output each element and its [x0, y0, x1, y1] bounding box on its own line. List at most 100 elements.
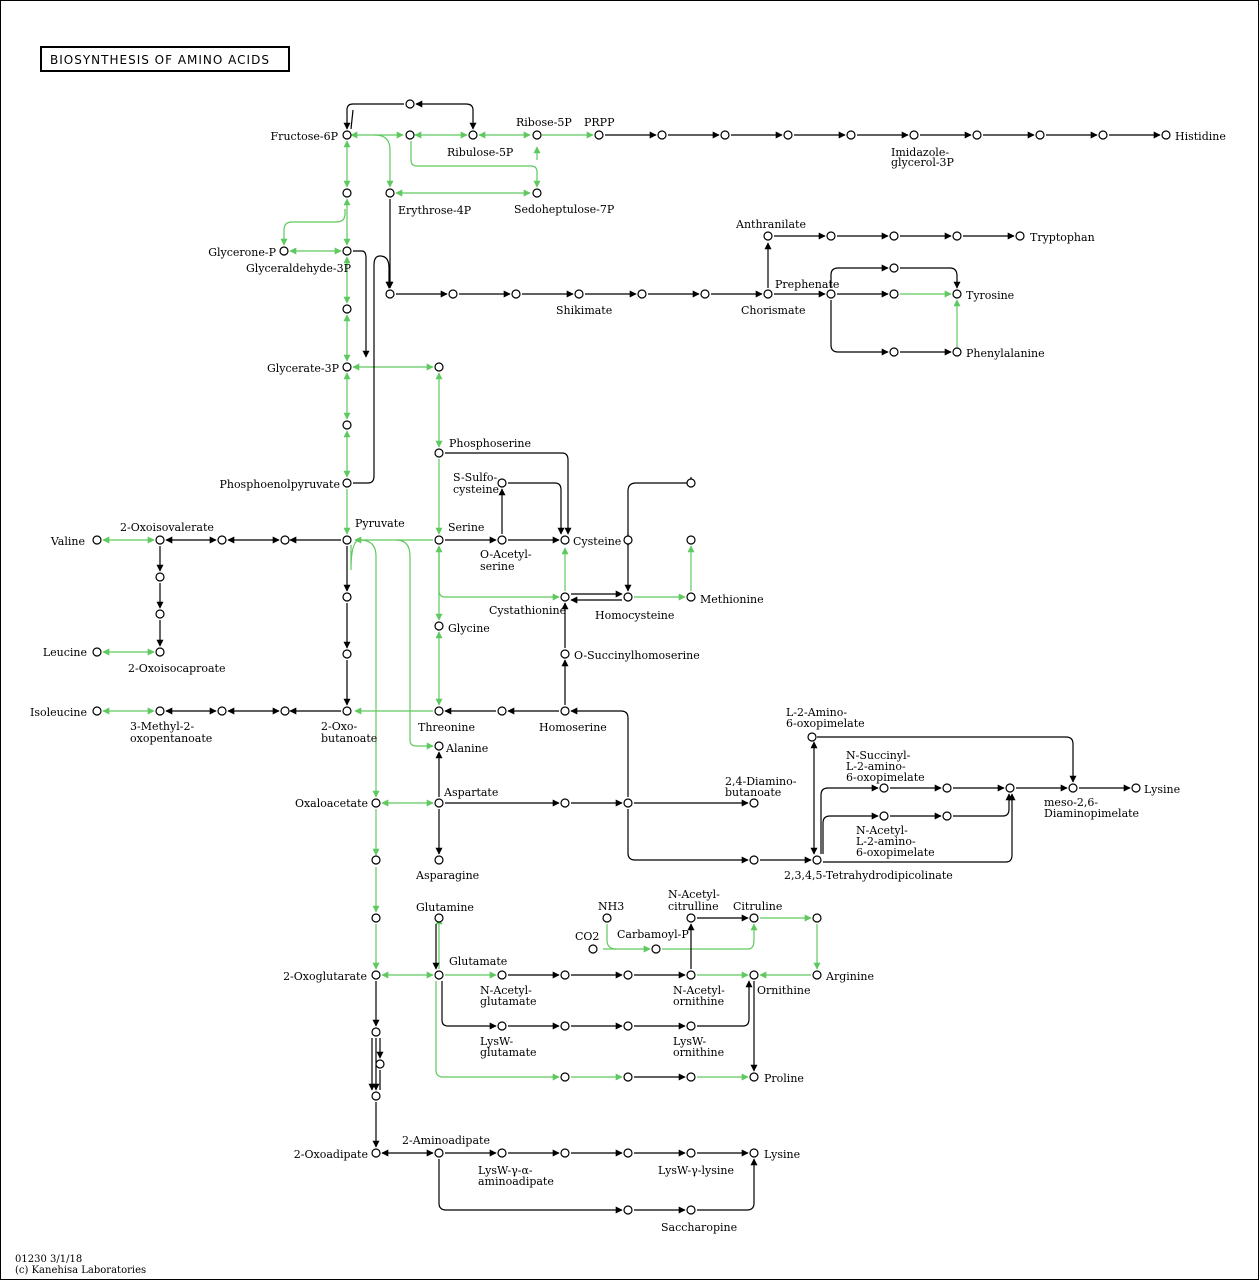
- compound-node[interactable]: [375, 1059, 385, 1069]
- compound-node[interactable]: [826, 231, 836, 241]
- compound-node[interactable]: [749, 970, 759, 980]
- compound-node[interactable]: [405, 99, 415, 109]
- compound-node[interactable]: [749, 913, 759, 923]
- compound-node[interactable]: [560, 649, 570, 659]
- compound-node[interactable]: [686, 1072, 696, 1082]
- compound-node[interactable]: [560, 592, 570, 602]
- compound-node[interactable]: [651, 944, 661, 954]
- compound-node[interactable]: [434, 621, 444, 631]
- compound-node[interactable]: [783, 130, 793, 140]
- compound-node[interactable]: [371, 913, 381, 923]
- compound-node[interactable]: [846, 130, 856, 140]
- compound-node[interactable]: [217, 535, 227, 545]
- compound-node[interactable]: [763, 231, 773, 241]
- compound-node[interactable]: [623, 1205, 633, 1215]
- compound-node[interactable]: [342, 188, 352, 198]
- compound-node[interactable]: [385, 289, 395, 299]
- compound-node[interactable]: [623, 1021, 633, 1031]
- compound-node[interactable]: [1131, 783, 1141, 793]
- compound-node[interactable]: [942, 783, 952, 793]
- compound-node[interactable]: [434, 798, 444, 808]
- compound-node[interactable]: [623, 592, 633, 602]
- compound-node[interactable]: [497, 1021, 507, 1031]
- compound-node[interactable]: [342, 592, 352, 602]
- compound-node[interactable]: [889, 347, 899, 357]
- compound-node[interactable]: [749, 1072, 759, 1082]
- compound-node[interactable]: [217, 706, 227, 716]
- compound-node[interactable]: [826, 289, 836, 299]
- compound-node[interactable]: [909, 130, 919, 140]
- compound-node[interactable]: [434, 1148, 444, 1158]
- compound-node[interactable]: [879, 811, 889, 821]
- compound-node[interactable]: [371, 1027, 381, 1037]
- compound-node[interactable]: [155, 647, 165, 657]
- compound-node[interactable]: [385, 188, 395, 198]
- compound-node[interactable]: [879, 783, 889, 793]
- compound-node[interactable]: [280, 535, 290, 545]
- compound-node[interactable]: [889, 231, 899, 241]
- compound-node[interactable]: [749, 855, 759, 865]
- compound-node[interactable]: [560, 1072, 570, 1082]
- compound-node[interactable]: [532, 130, 542, 140]
- compound-node[interactable]: [434, 855, 444, 865]
- compound-node[interactable]: [448, 289, 458, 299]
- compound-node[interactable]: [497, 535, 507, 545]
- compound-node[interactable]: [972, 130, 982, 140]
- compound-node[interactable]: [560, 535, 570, 545]
- compound-node[interactable]: [623, 535, 633, 545]
- compound-node[interactable]: [497, 478, 507, 488]
- compound-node[interactable]: [602, 913, 612, 923]
- compound-node[interactable]: [155, 609, 165, 619]
- compound-node[interactable]: [511, 289, 521, 299]
- compound-node[interactable]: [371, 855, 381, 865]
- compound-node[interactable]: [155, 706, 165, 716]
- compound-node[interactable]: [92, 647, 102, 657]
- compound-node[interactable]: [155, 535, 165, 545]
- compound-node[interactable]: [686, 1205, 696, 1215]
- compound-node[interactable]: [807, 732, 817, 742]
- compound-node[interactable]: [700, 289, 710, 299]
- compound-node[interactable]: [560, 706, 570, 716]
- compound-node[interactable]: [434, 535, 444, 545]
- compound-node[interactable]: [155, 572, 165, 582]
- compound-node[interactable]: [405, 130, 415, 140]
- compound-node[interactable]: [434, 362, 444, 372]
- compound-node[interactable]: [434, 970, 444, 980]
- compound-node[interactable]: [342, 649, 352, 659]
- compound-node[interactable]: [749, 798, 759, 808]
- compound-node[interactable]: [342, 304, 352, 314]
- compound-node[interactable]: [623, 1148, 633, 1158]
- compound-node[interactable]: [434, 706, 444, 716]
- compound-node[interactable]: [280, 706, 290, 716]
- compound-node[interactable]: [560, 1021, 570, 1031]
- compound-node[interactable]: [763, 289, 773, 299]
- compound-node[interactable]: [686, 1148, 696, 1158]
- compound-node[interactable]: [749, 1148, 759, 1158]
- compound-node[interactable]: [686, 1021, 696, 1031]
- compound-node[interactable]: [623, 1072, 633, 1082]
- compound-node[interactable]: [342, 246, 352, 256]
- compound-node[interactable]: [342, 535, 352, 545]
- compound-node[interactable]: [92, 706, 102, 716]
- compound-node[interactable]: [532, 188, 542, 198]
- compound-node[interactable]: [434, 741, 444, 751]
- compound-node[interactable]: [371, 1091, 381, 1101]
- compound-node[interactable]: [1035, 130, 1045, 140]
- compound-node[interactable]: [812, 855, 822, 865]
- compound-node[interactable]: [342, 706, 352, 716]
- compound-node[interactable]: [623, 970, 633, 980]
- compound-node[interactable]: [371, 1148, 381, 1158]
- compound-node[interactable]: [560, 798, 570, 808]
- compound-node[interactable]: [342, 478, 352, 488]
- compound-node[interactable]: [497, 970, 507, 980]
- compound-node[interactable]: [594, 130, 604, 140]
- compound-node[interactable]: [1005, 783, 1015, 793]
- compound-node[interactable]: [1098, 130, 1108, 140]
- compound-node[interactable]: [686, 970, 696, 980]
- compound-node[interactable]: [623, 798, 633, 808]
- compound-node[interactable]: [468, 130, 478, 140]
- compound-node[interactable]: [1068, 783, 1078, 793]
- compound-node[interactable]: [637, 289, 647, 299]
- compound-node[interactable]: [560, 970, 570, 980]
- compound-node[interactable]: [560, 1148, 570, 1158]
